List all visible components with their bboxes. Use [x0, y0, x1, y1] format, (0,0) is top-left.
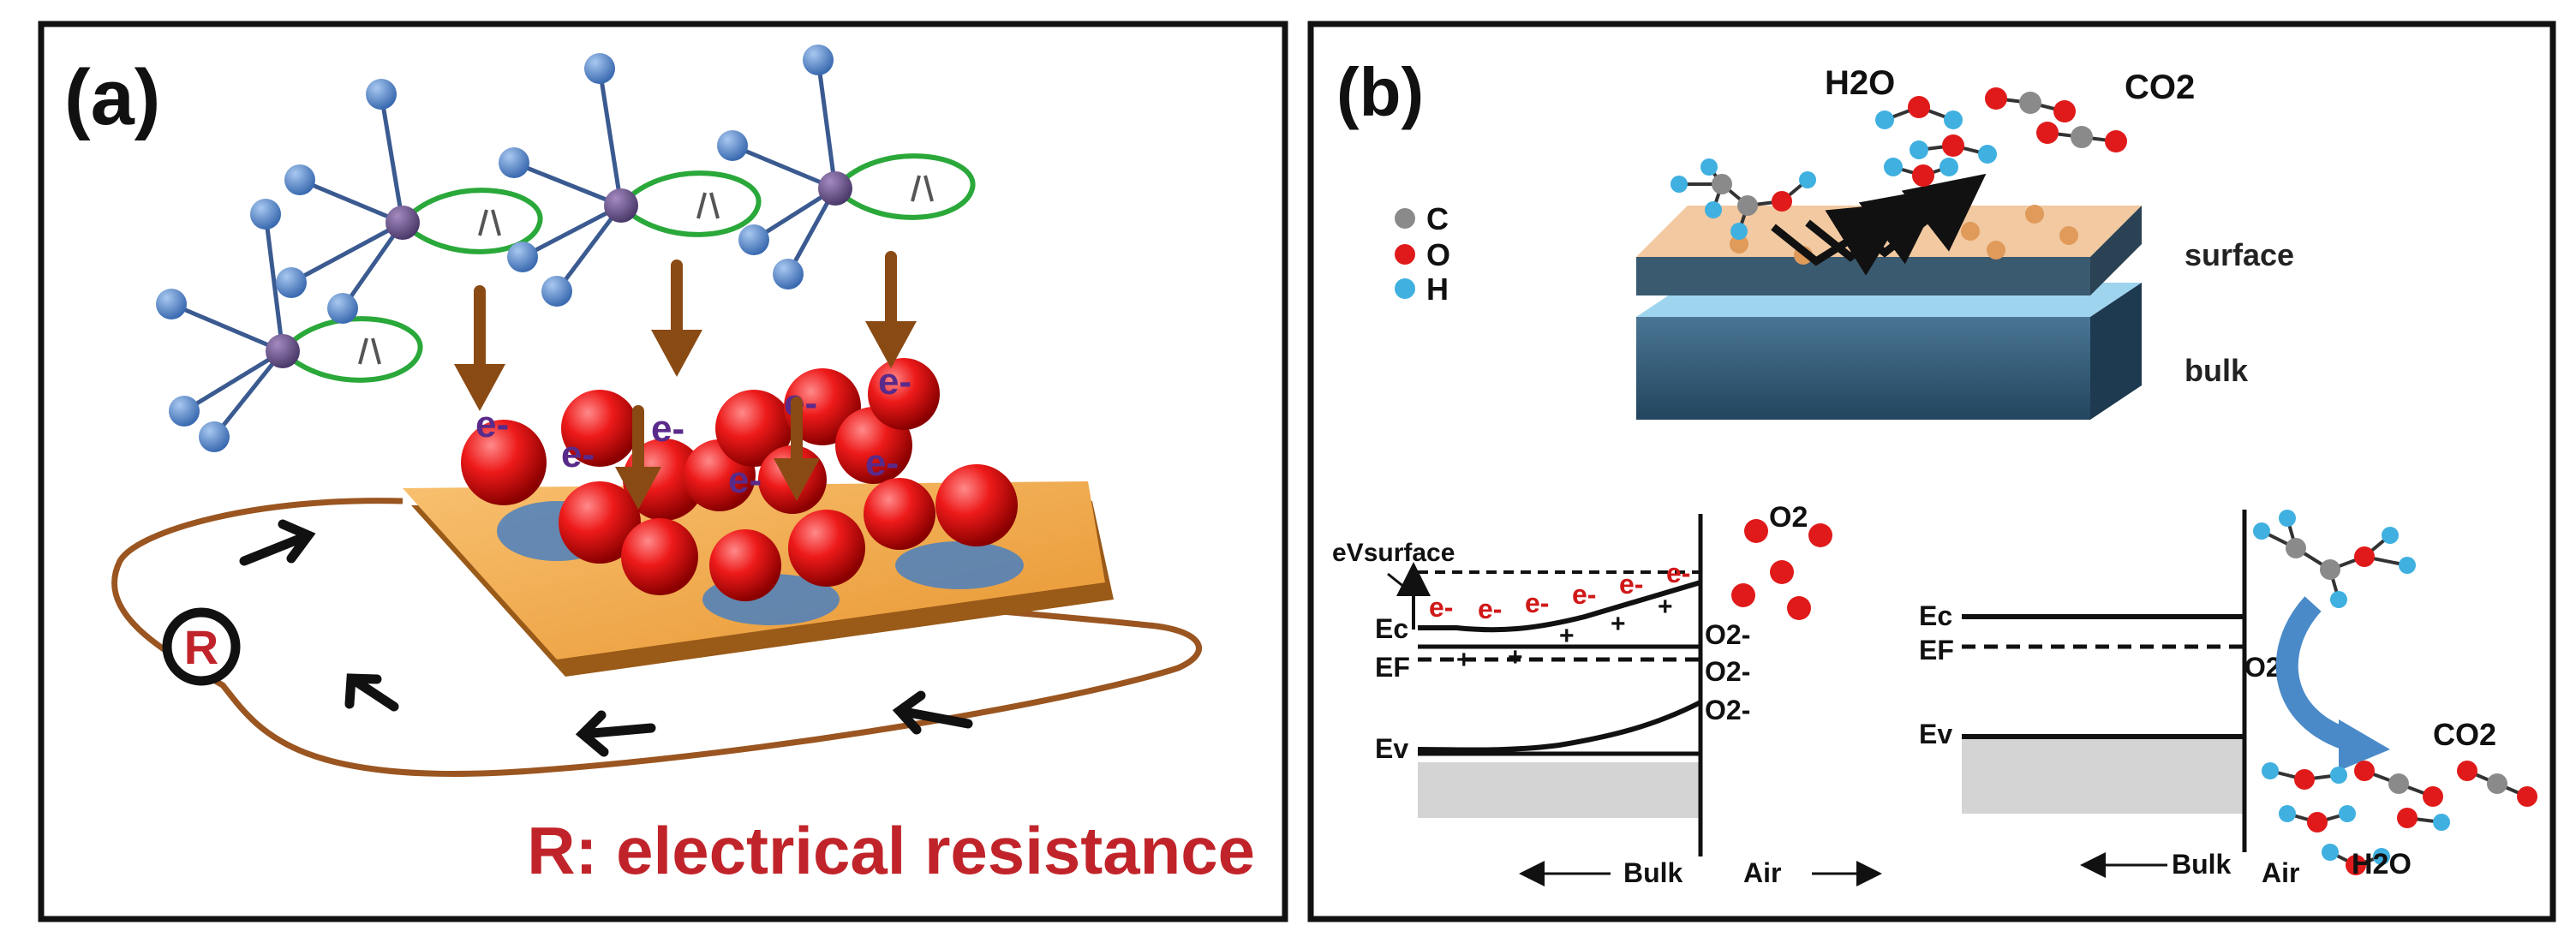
legend-c-dot — [1395, 208, 1415, 229]
left-bulk-label: Bulk — [1623, 857, 1683, 888]
electron-label-3: e- — [651, 408, 684, 450]
right-incoming-molecule — [2253, 510, 2416, 608]
spin-arrows — [358, 175, 934, 365]
surface-layer-side — [2090, 206, 2142, 295]
top-product-molecules — [1875, 87, 2127, 187]
svg-text:+: + — [1658, 593, 1673, 621]
lone-pair-lobes — [278, 153, 976, 383]
left-valence-fill — [1418, 762, 1700, 818]
electron-label-6: e- — [878, 361, 911, 403]
left-adsorbed-o2: O2- O2- O2- — [1705, 619, 1750, 725]
current-arrows — [239, 519, 973, 757]
svg-text:O2-: O2- — [1705, 656, 1750, 687]
band-diagram-left: eVsurface Ec EF Ev e- e- e- e- e- e- + +… — [1332, 501, 1882, 888]
left-ef-label: EF — [1375, 652, 1410, 683]
svg-text:O2-: O2- — [1705, 695, 1750, 725]
svg-text:+: + — [1559, 622, 1575, 650]
incoming-molecule — [1671, 158, 1816, 240]
top-h2o-label: H2O — [1825, 64, 1895, 102]
right-ef-label: EF — [1919, 635, 1954, 665]
legend-o-dot — [1395, 244, 1415, 265]
electron-label-4: e- — [728, 459, 762, 501]
svg-text:e-: e- — [1666, 558, 1690, 588]
left-ec-label: Ec — [1375, 613, 1408, 644]
right-air-label: Air — [2262, 857, 2299, 888]
left-o2-gas — [1731, 519, 1832, 620]
reaction-arrows — [1771, 173, 1987, 276]
right-ev-label: Ev — [1919, 719, 1952, 749]
electron-label-7: e- — [865, 442, 899, 484]
panel-a-caption: R: electrical resistance — [527, 813, 1255, 888]
svg-text:e-: e- — [1572, 579, 1596, 610]
electron-label-2: e- — [561, 433, 595, 475]
legend-h-dot — [1395, 278, 1415, 299]
surface-layer-front — [1636, 257, 2090, 295]
panel-b: (b) C O H — [1307, 21, 2556, 922]
atom-legend: C O H — [1395, 201, 1450, 307]
left-evsurface-label: eVsurface — [1332, 539, 1455, 567]
band-diagram-right: Ec EF Ev O2- — [1919, 510, 2537, 888]
bulk-layer-side — [2090, 283, 2142, 420]
arrow-up-right — [239, 519, 316, 566]
left-ec-line — [1418, 580, 1701, 633]
top-co2-label: CO2 — [2125, 69, 2195, 106]
svg-text:+: + — [1611, 610, 1626, 638]
gas-molecules — [170, 59, 838, 439]
bulk-label: bulk — [2185, 353, 2249, 388]
legend-h-label: H — [1426, 272, 1449, 307]
legend-c-label: C — [1426, 201, 1449, 236]
molecule-atoms — [156, 45, 852, 452]
svg-text:e-: e- — [1619, 569, 1643, 600]
svg-text:O2-: O2- — [1705, 619, 1750, 650]
circuit-loop — [111, 498, 1202, 777]
legend-o-label: O — [1426, 237, 1450, 272]
svg-text:e-: e- — [1429, 592, 1453, 623]
svg-text:e-: e- — [1478, 594, 1502, 624]
right-product-molecules — [2262, 761, 2537, 875]
right-valence-fill — [1962, 737, 2244, 814]
svg-text:+: + — [1508, 643, 1523, 671]
left-air-label: Air — [1743, 857, 1781, 888]
electron-transfer-arrows — [454, 251, 917, 510]
reaction-curve-arrow — [2275, 596, 2356, 752]
left-holes: + + + + + — [1456, 593, 1673, 674]
left-ev-label: Ev — [1375, 733, 1408, 764]
panel-a-label: (a) — [64, 54, 160, 141]
svg-text:e-: e- — [1525, 588, 1549, 618]
right-ec-label: Ec — [1919, 600, 1952, 631]
right-co2-label: CO2 — [2433, 717, 2496, 752]
sensor-layers: surface bulk — [1636, 205, 2294, 420]
panel-b-label: (b) — [1336, 54, 1424, 130]
arrow-left-bottom — [575, 710, 656, 757]
left-ev-line — [1417, 700, 1702, 753]
resistor-label: R — [184, 620, 218, 674]
red-particles — [461, 358, 1018, 601]
right-h2o-label: H2O — [2352, 848, 2412, 880]
svg-text:+: + — [1456, 646, 1472, 674]
arrow-up-left — [344, 673, 399, 712]
electron-labels: e- e- e- e- e- e- e- — [475, 361, 911, 501]
bulk-layer-front — [1636, 317, 2090, 420]
left-o2-label: O2 — [1769, 501, 1808, 534]
resistor-circle — [162, 607, 241, 686]
right-bulk-label: Bulk — [2172, 849, 2232, 880]
surface-label: surface — [2185, 237, 2294, 272]
resistor: R — [162, 607, 241, 686]
electron-label-1: e- — [475, 403, 509, 445]
left-electrons: e- e- e- e- e- e- — [1429, 558, 1690, 624]
arrow-left-right — [892, 690, 973, 735]
panel-a: (a) R — [38, 21, 1288, 922]
